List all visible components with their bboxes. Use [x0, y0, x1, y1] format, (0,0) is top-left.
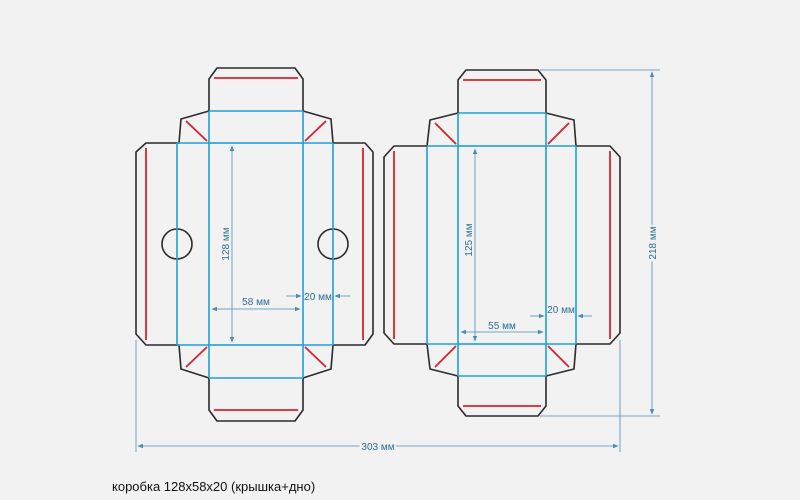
lid-net: 128 мм 58 мм 20 мм — [135, 67, 374, 422]
total-width-label: 303 мм — [361, 442, 394, 453]
diagram-caption: коробка 128х58х20 (крышка+дно) — [112, 479, 316, 494]
base-outline — [383, 69, 621, 417]
base-net: 125 мм 55 мм 20 мм — [383, 69, 621, 417]
base-fold-lines — [426, 112, 577, 377]
overall-dimensions — [135, 69, 660, 452]
lid-fold-lines — [176, 110, 334, 379]
base-depth-label: 20 мм — [547, 305, 575, 316]
lid-height-label: 128 мм — [221, 227, 232, 260]
base-height-label: 125 мм — [464, 223, 475, 256]
base-glue-lines — [393, 79, 611, 407]
lid-depth-label: 20 мм — [304, 292, 332, 303]
lid-glue-lines — [145, 77, 364, 411]
lid-outline — [135, 67, 374, 422]
base-width-label: 55 мм — [488, 321, 516, 332]
lid-dimensions — [211, 145, 350, 343]
base-dimensions — [460, 148, 592, 342]
total-height-label: 218 мм — [648, 226, 659, 259]
lid-width-label: 58 мм — [242, 297, 270, 308]
